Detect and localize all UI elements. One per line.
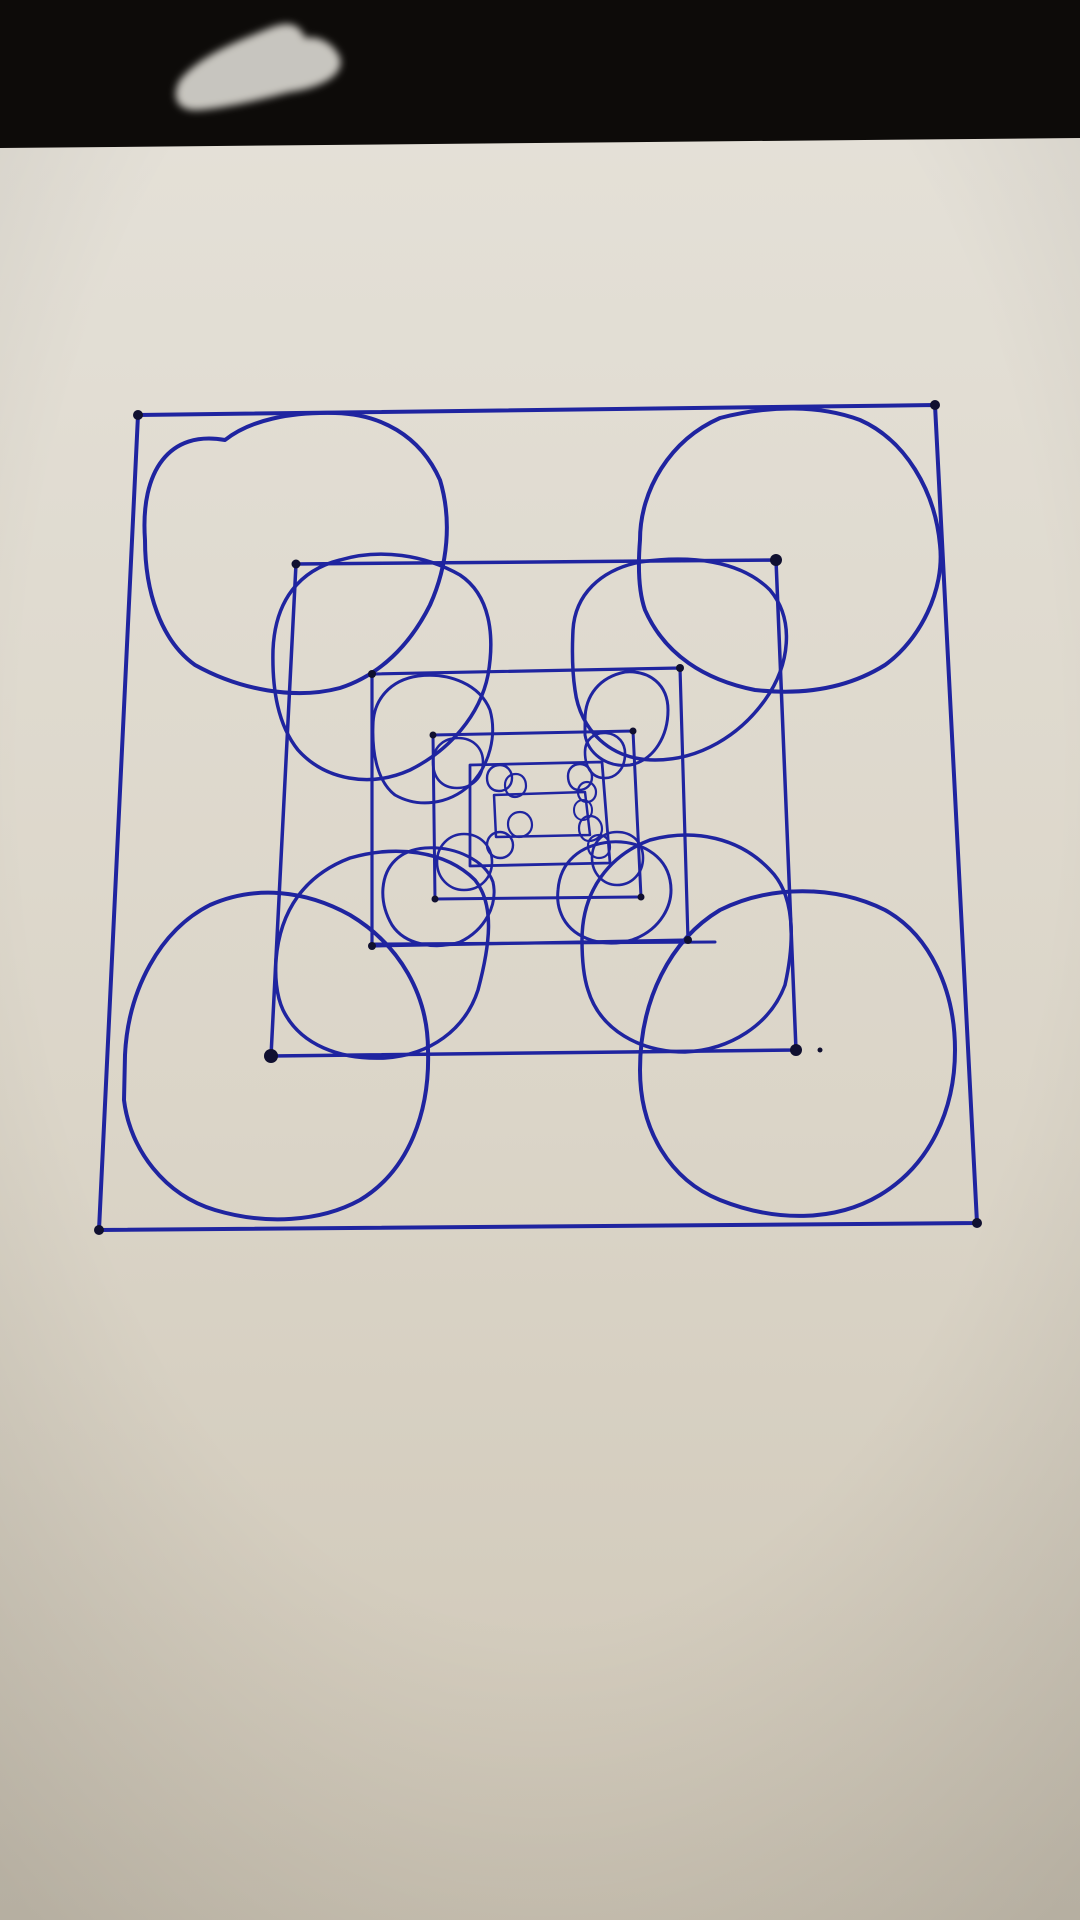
- circle-outer-bottom-right: [638, 889, 957, 1218]
- dark-background: [0, 0, 1080, 150]
- white-smudge: [175, 24, 341, 111]
- circle-2-top-right: [570, 557, 789, 762]
- circle-2-top-left: [271, 552, 493, 782]
- circle-2-bottom-right: [580, 833, 793, 1054]
- square-5: [468, 760, 612, 868]
- circle-3-top-right: [583, 670, 670, 767]
- circle-3-bottom-right: [556, 840, 673, 945]
- circle-outer-bottom-left: [122, 890, 431, 1222]
- paper-sheet: [0, 138, 1080, 1920]
- circle-3-bottom-left: [381, 846, 496, 948]
- circle-outer-top-right: [636, 406, 943, 694]
- square-6: [492, 790, 592, 839]
- circle-3-top-left: [371, 673, 495, 805]
- circle-outer-top-left: [142, 410, 449, 696]
- corner-dots: [94, 400, 982, 1235]
- circle-2-bottom-left: [273, 849, 491, 1060]
